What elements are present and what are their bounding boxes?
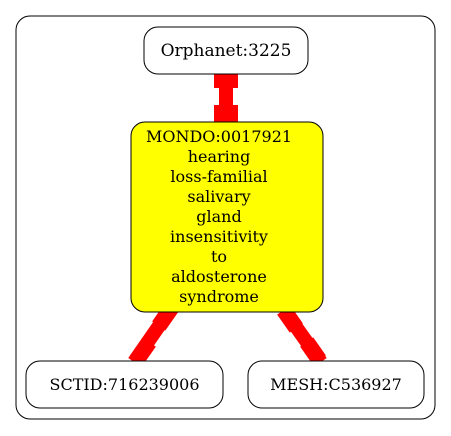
edge-mondo-to-sctid-tee-bottom bbox=[130, 337, 156, 365]
node-mondo-line-4: gland bbox=[196, 207, 241, 226]
node-mondo-box bbox=[130, 121, 324, 313]
node-mondo-line-0: MONDO:0017921 bbox=[146, 127, 292, 146]
node-orphanet[interactable]: Orphanet:3225 bbox=[143, 26, 309, 75]
node-mondo-line-8: syndrome bbox=[179, 287, 259, 306]
edge-orphanet-to-mondo-tee-bottom bbox=[214, 105, 238, 123]
node-mondo-line-6: to bbox=[211, 247, 227, 266]
node-mondo-line-5: insensitivity bbox=[170, 227, 268, 246]
node-sctid-box bbox=[25, 360, 224, 409]
node-mesh-label: MESH:C536927 bbox=[270, 375, 402, 394]
cluster-frame bbox=[15, 15, 436, 420]
node-orphanet-label: Orphanet:3225 bbox=[161, 41, 292, 61]
node-mesh[interactable]: MESH:C536927 bbox=[247, 360, 425, 409]
node-mesh-box bbox=[247, 360, 425, 409]
edge-mondo-to-sctid bbox=[128, 303, 178, 366]
node-mondo-line-2: loss-familial bbox=[170, 167, 267, 186]
node-mondo-line-1: hearing bbox=[188, 147, 251, 166]
node-sctid[interactable]: SCTID:716239006 bbox=[25, 360, 224, 409]
edge-mondo-to-mesh bbox=[277, 305, 327, 367]
edge-orphanet-to-mondo bbox=[214, 70, 238, 123]
node-mondo[interactable]: MONDO:0017921 hearing loss-familial sali… bbox=[130, 121, 324, 313]
node-mondo-line-3: salivary bbox=[187, 187, 250, 206]
edge-mondo-to-mesh-tee-bottom bbox=[300, 337, 326, 365]
node-sctid-label: SCTID:716239006 bbox=[49, 375, 199, 394]
node-mondo-line-7: aldosterone bbox=[171, 267, 267, 286]
node-orphanet-box bbox=[143, 26, 309, 75]
